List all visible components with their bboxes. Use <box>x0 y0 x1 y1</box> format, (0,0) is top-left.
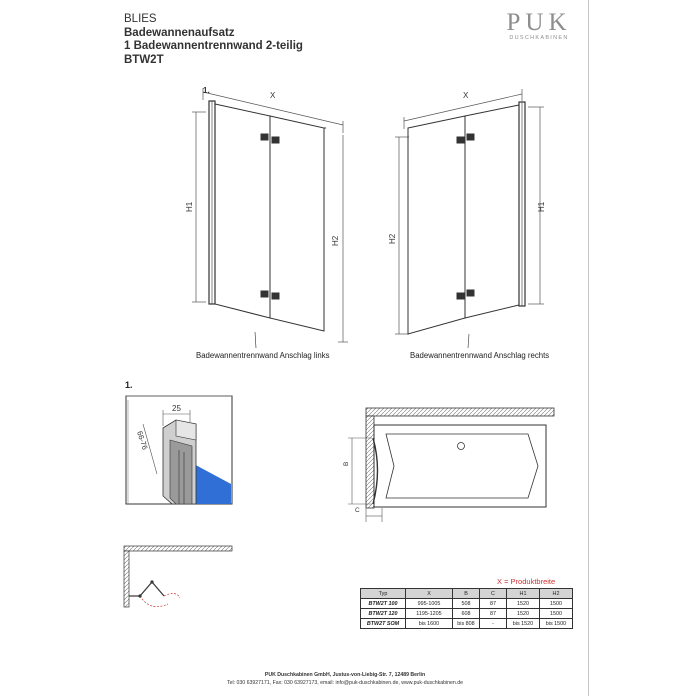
left-dim-h1: H1 <box>185 201 194 212</box>
left-detail-marker: 1. <box>203 86 210 95</box>
left-dim-h2: H2 <box>331 235 340 246</box>
spec-row: BTW2T SOM bis 1600 bis 808 - bis 1520 bi… <box>360 618 573 629</box>
spec-cell: 995-1005 <box>405 598 453 609</box>
spec-col-b: B <box>452 588 480 599</box>
spec-cell: 1195-1205 <box>405 608 453 619</box>
spec-col-h1: H1 <box>506 588 540 599</box>
detail-number: 1. <box>125 380 133 390</box>
footer-address: PUK Duschkabinen GmbH, Justus-von-Liebig… <box>264 672 426 678</box>
spec-cell: bis 1520 <box>506 618 540 629</box>
right-dim-h1: H1 <box>537 201 546 212</box>
spec-cell: 1500 <box>539 608 573 619</box>
spec-cell: 608 <box>452 608 480 619</box>
spec-row: BTW2T 100 995-1005 508 87 1520 1500 <box>360 598 573 609</box>
right-dim-x: X <box>463 91 469 100</box>
spec-cell: bis 1600 <box>405 618 453 629</box>
spec-cell: 1520 <box>506 608 540 619</box>
spec-table: Typ X B C H1 H2 BTW2T 100 995-1005 508 8… <box>360 588 573 629</box>
left-dim-x: X <box>270 91 276 100</box>
product-header: BLIES Badewannenaufsatz 1 Badewannentren… <box>124 13 303 67</box>
legend-product-width: X = Produktbreite <box>497 577 556 586</box>
spec-table-header: Typ X B C H1 H2 <box>360 588 573 599</box>
footer-contact: Tel: 030 63927171, Fax: 030 63927173, em… <box>227 680 463 686</box>
spec-col-c: C <box>479 588 507 599</box>
spec-cell: 1520 <box>506 598 540 609</box>
product-description: 1 Badewannentrennwand 2-teilig <box>124 40 303 52</box>
right-dim-h2: H2 <box>388 233 397 244</box>
spec-cell: 508 <box>452 598 480 609</box>
spec-col-typ: Typ <box>360 588 406 599</box>
spec-cell: BTW2T SOM <box>360 618 406 629</box>
product-name: BLIES <box>124 13 157 25</box>
tub-dim-c: C <box>355 507 360 514</box>
tub-dim-b: B <box>343 462 350 466</box>
logo-tagline: DUSCHKABINEN <box>509 35 569 41</box>
company-footer: PUK Duschkabinen GmbH, Justus-von-Liebig… <box>190 671 500 687</box>
spec-col-x: X <box>405 588 453 599</box>
page-border-line <box>588 0 589 696</box>
spec-col-h2: H2 <box>539 588 573 599</box>
product-code: BTW2T <box>124 53 164 66</box>
caption-right-hinge: Badewannentrennwand Anschlag rechts <box>410 351 550 360</box>
spec-cell: bis 808 <box>452 618 480 629</box>
product-category: Badewannenaufsatz <box>124 26 235 39</box>
spec-cell: 87 <box>479 598 507 609</box>
caption-left-hinge: Badewannentrennwand Anschlag links <box>196 351 330 360</box>
brand-logo: PUK DUSCHKABINEN <box>503 10 575 42</box>
spec-cell: bis 1500 <box>539 618 573 629</box>
spec-cell: BTW2T 120 <box>360 608 406 619</box>
detail-dim-top: 25 <box>172 404 181 413</box>
spec-cell: - <box>479 618 507 629</box>
spec-cell: BTW2T 100 <box>360 598 406 609</box>
spec-cell: 1500 <box>539 598 573 609</box>
spec-row: BTW2T 120 1195-1205 608 87 1520 1500 <box>360 608 573 619</box>
logo-brand: PUK <box>506 9 572 36</box>
spec-cell: 87 <box>479 608 507 619</box>
